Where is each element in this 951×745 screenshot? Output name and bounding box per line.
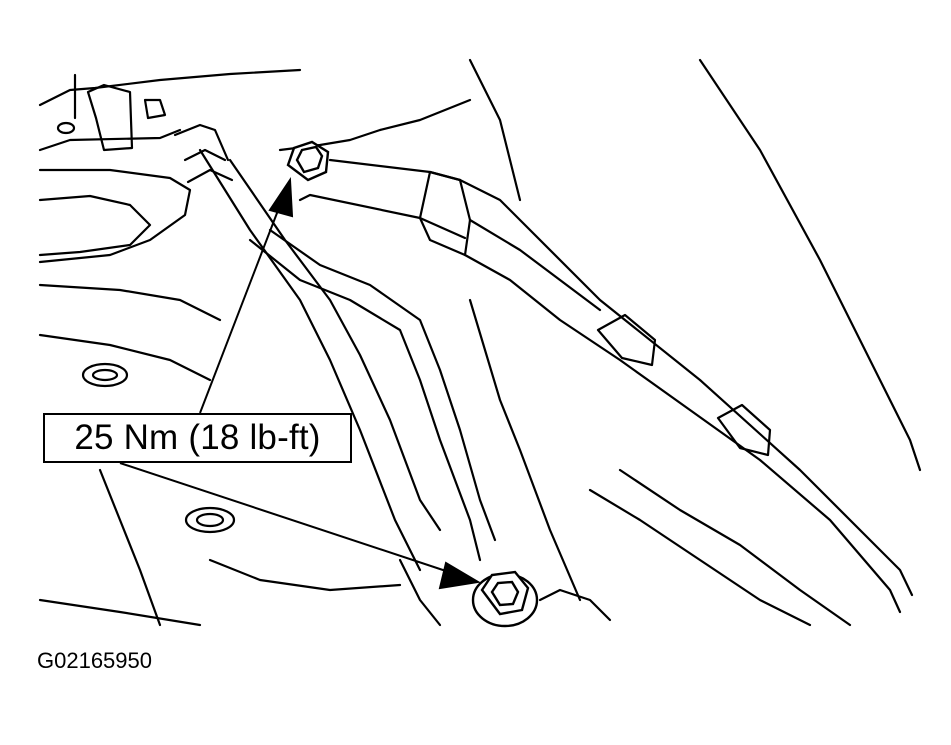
flange-nut-icon [286, 140, 330, 182]
leader-arrow-icon [119, 176, 481, 590]
torque-label: 25 Nm (18 lb-ft) [74, 418, 321, 457]
figure-code: G02165950 [37, 648, 152, 673]
mounting-holes [81, 362, 236, 534]
flange-nut-icon [471, 570, 539, 628]
underbody-linework [38, 58, 922, 627]
hole-icon [184, 506, 236, 534]
torque-callout: 25 Nm (18 lb-ft) [43, 413, 352, 463]
hole-icon [81, 362, 129, 388]
